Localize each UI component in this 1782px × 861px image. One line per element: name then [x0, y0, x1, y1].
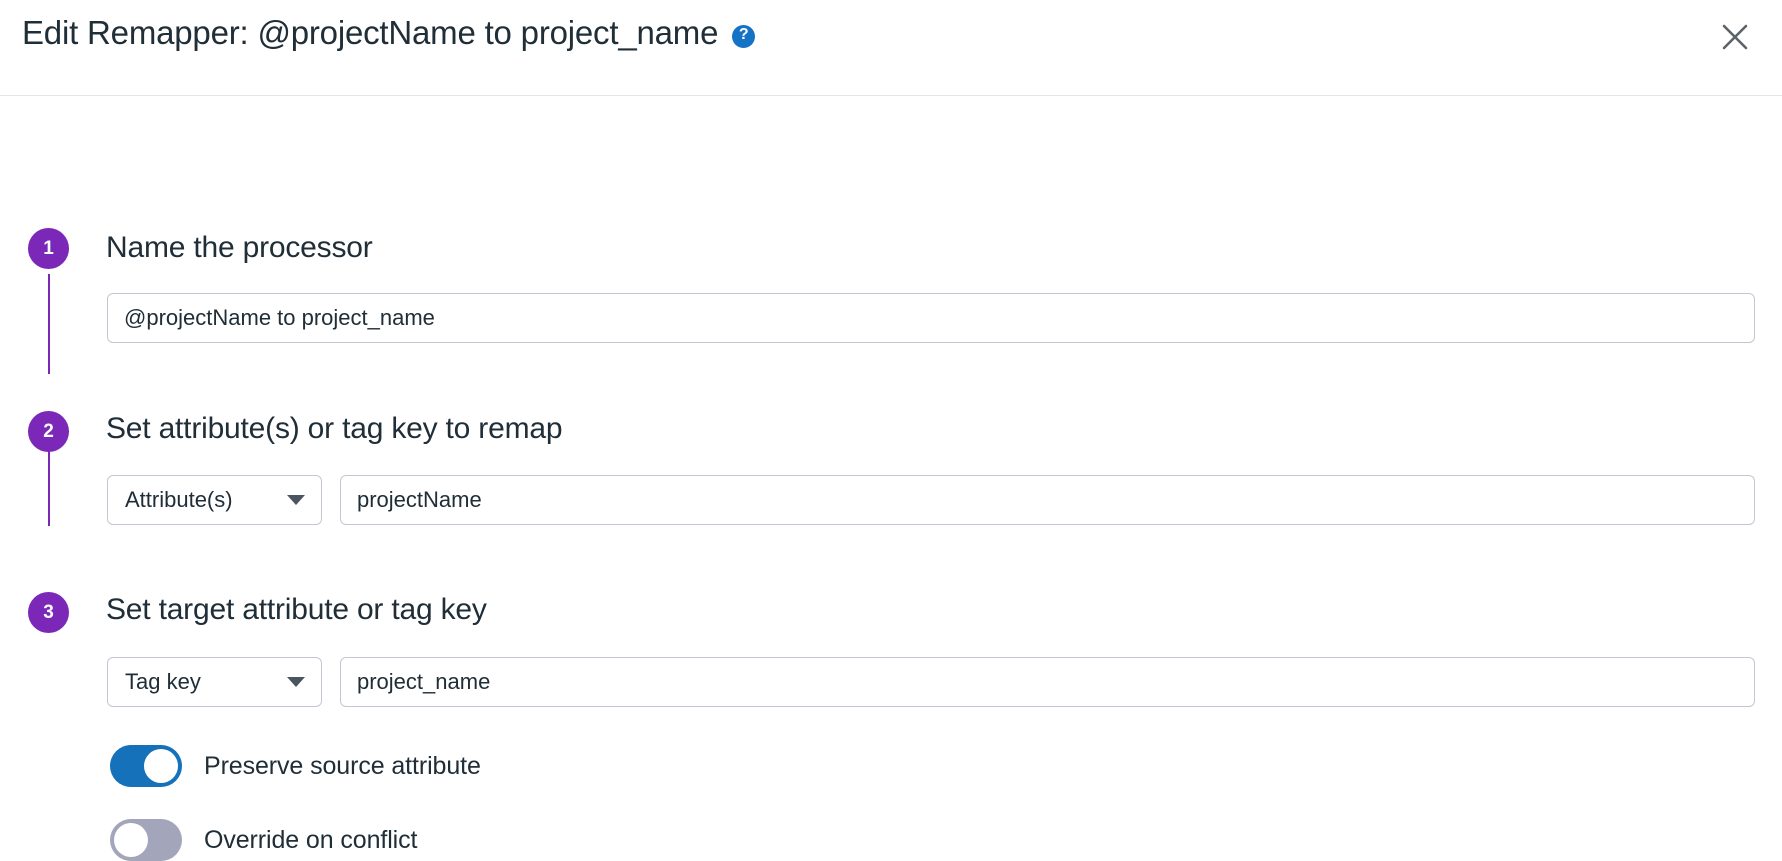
target-attribute-input[interactable]: [340, 657, 1755, 707]
page-title: Edit Remapper: @projectName to project_n…: [22, 14, 719, 51]
step-2-badge: 2: [28, 411, 69, 452]
target-type-select[interactable]: Tag key: [107, 657, 322, 707]
steps-container: 1 Name the processor 2 Set attribute(s) …: [0, 96, 1782, 861]
override-on-conflict-toggle[interactable]: [110, 819, 182, 861]
override-on-conflict-label: Override on conflict: [204, 825, 418, 854]
step-3-badge: 3: [28, 592, 69, 633]
processor-name-input[interactable]: [107, 293, 1755, 343]
step-3-title: Set target attribute or tag key: [106, 593, 487, 626]
close-icon: [1722, 24, 1748, 50]
override-on-conflict-row: Override on conflict: [110, 819, 417, 861]
preserve-source-attribute-label: Preserve source attribute: [204, 751, 481, 780]
step-1-badge: 1: [28, 228, 69, 269]
chevron-down-icon: [287, 677, 305, 687]
source-type-select[interactable]: Attribute(s): [107, 475, 322, 525]
toggle-knob: [144, 749, 178, 783]
modal-title-group: Edit Remapper: @projectName to project_n…: [22, 14, 756, 52]
step-3: 3 Set target attribute or tag key Tag ke…: [0, 116, 1782, 861]
chevron-down-icon: [287, 495, 305, 505]
modal-header: Edit Remapper: @projectName to project_n…: [0, 0, 1782, 96]
step-1: 1 Name the processor: [0, 96, 1782, 343]
source-attribute-input[interactable]: [340, 475, 1755, 525]
step-2: 2 Set attribute(s) or tag key to remap A…: [0, 106, 1782, 525]
help-circle-icon[interactable]: ?: [732, 24, 756, 48]
source-type-select-value: Attribute(s): [125, 487, 233, 512]
step-1-title: Name the processor: [106, 231, 373, 264]
target-type-select-value: Tag key: [125, 669, 201, 694]
close-button[interactable]: [1712, 14, 1758, 60]
preserve-source-attribute-row: Preserve source attribute: [110, 745, 481, 787]
toggle-knob: [114, 823, 148, 857]
help-glyph: ?: [738, 26, 749, 43]
step-2-title: Set attribute(s) or tag key to remap: [106, 412, 563, 445]
preserve-source-attribute-toggle[interactable]: [110, 745, 182, 787]
step-connector-1-2: [48, 274, 50, 374]
step-connector-2-3: [48, 426, 50, 526]
